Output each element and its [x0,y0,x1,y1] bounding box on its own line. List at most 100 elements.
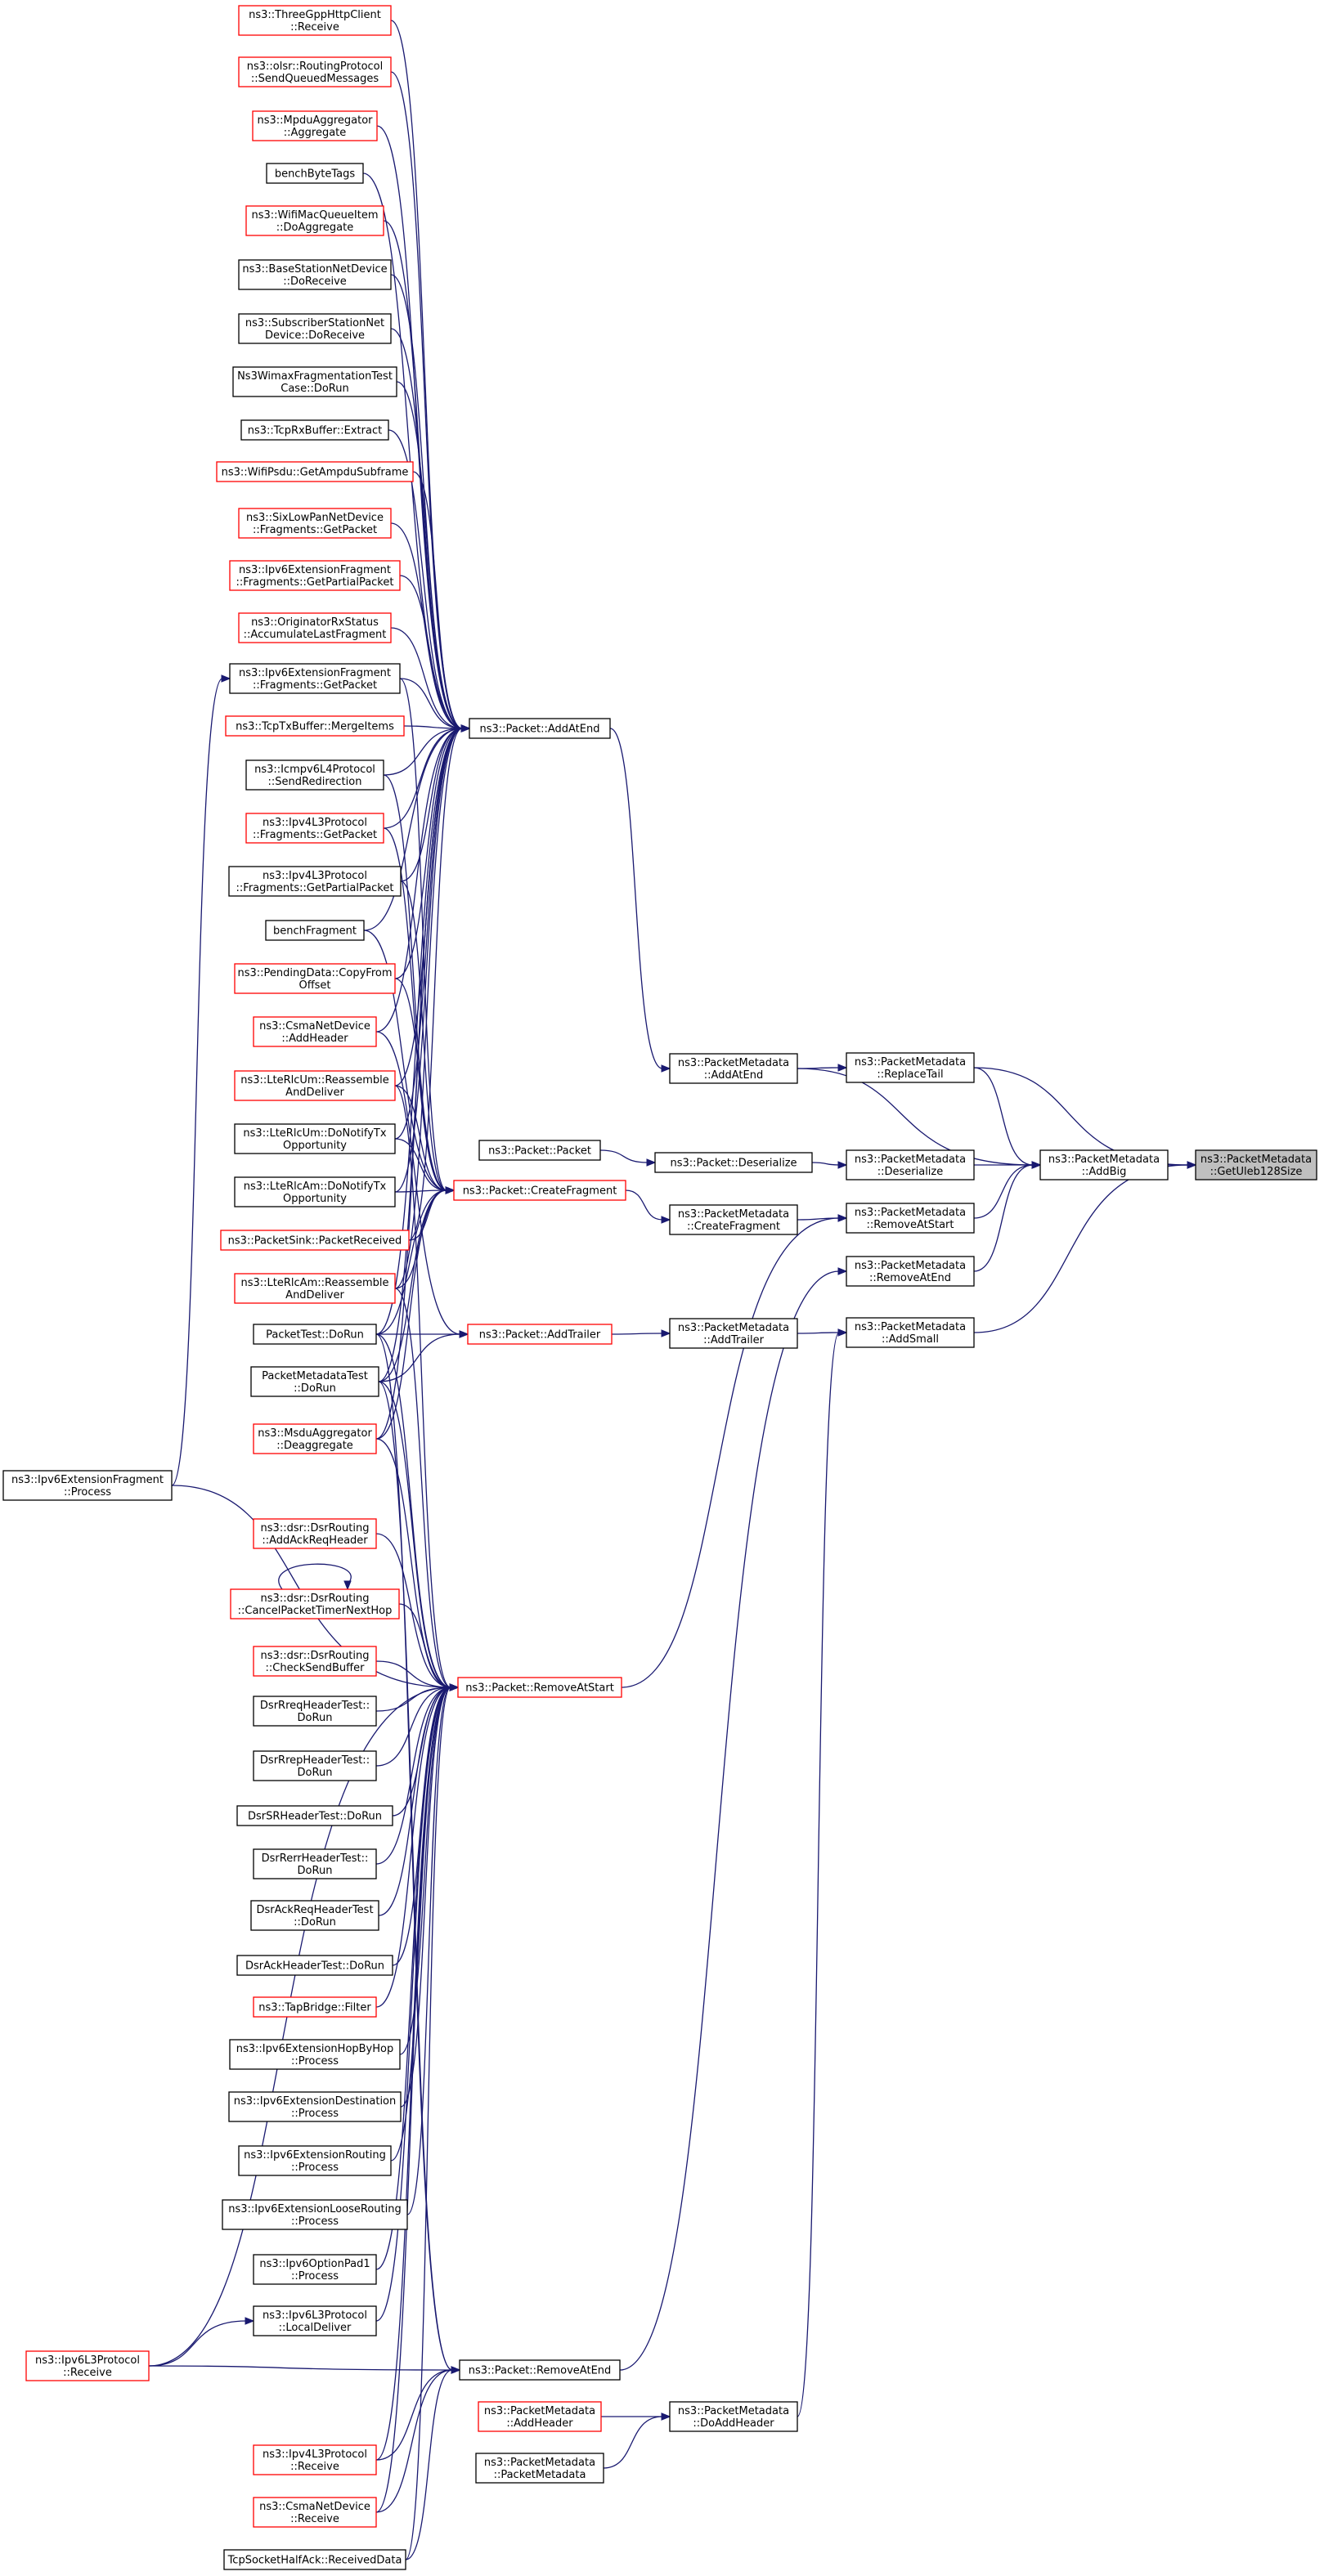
node-box[interactable] [238,56,392,87]
node-box[interactable] [216,461,414,482]
node-box[interactable] [245,813,384,844]
graph-node[interactable]: ns3::PacketMetadata::AddHeader [478,2401,602,2432]
node-box[interactable] [25,2350,150,2381]
graph-node[interactable]: ns3::PacketMetadata::AddTrailer [669,1318,798,1349]
node-box[interactable] [250,1900,379,1931]
node-box[interactable] [253,2444,377,2475]
node-box[interactable] [225,715,405,737]
graph-node[interactable]: ns3::Ipv6ExtensionFragment::Fragments::G… [229,663,401,694]
graph-node[interactable]: DsrRerrHeaderTest::DoRun [253,1848,377,1879]
node-box[interactable] [253,2305,377,2336]
graph-node[interactable]: ns3::Ipv6L3Protocol::Receive [25,2350,150,2381]
graph-node[interactable]: ns3::Packet::RemoveAtStart [457,1677,622,1698]
node-box[interactable] [234,1176,396,1207]
node-box[interactable] [266,163,364,184]
node-box[interactable] [253,1696,377,1727]
graph-node[interactable]: ns3::TcpTxBuffer::MergeItems [225,715,405,737]
graph-node[interactable]: ns3::Ipv6ExtensionLooseRouting::Process [222,2199,408,2230]
node-box[interactable] [253,1750,377,1781]
node-box[interactable] [234,1123,396,1154]
graph-node[interactable]: ns3::dsr::DsrRouting::CheckSendBuffer [253,1646,377,1677]
node-box[interactable] [228,866,402,897]
node-box[interactable] [253,1324,377,1345]
graph-node[interactable]: ns3::Packet::AddAtEnd [469,718,611,739]
node-box[interactable] [234,1070,396,1101]
graph-node[interactable]: ns3::PacketMetadata::AddSmall [846,1317,975,1348]
node-box[interactable] [238,5,392,36]
graph-node[interactable]: ns3::WifiMacQueueItem::DoAggregate [245,205,384,236]
graph-node[interactable]: DsrAckReqHeaderTest::DoRun [250,1900,379,1931]
graph-node[interactable]: TcpSocketHalfAck::ReceivedData [223,2549,406,2570]
node-box[interactable] [252,110,378,141]
node-box[interactable] [1195,1149,1317,1180]
graph-node[interactable]: ns3::SubscriberStationNetDevice::DoRecei… [238,313,392,344]
graph-node[interactable]: ns3::PacketMetadata::Deserialize [846,1149,975,1180]
node-box[interactable] [238,612,392,643]
node-box[interactable] [669,1318,798,1349]
node-box[interactable] [253,1423,377,1454]
graph-node[interactable]: DsrSRHeaderTest::DoRun [236,1805,393,1826]
graph-node[interactable]: ns3::Packet::Packet [478,1140,601,1161]
graph-node[interactable]: ns3::PacketMetadata::GetUleb128Size [1195,1149,1317,1180]
graph-node[interactable]: ns3::Icmpv6L4Protocol::SendRedirection [245,759,384,791]
graph-node[interactable]: ns3::SixLowPanNetDevice::Fragments::GetP… [238,508,392,539]
graph-node[interactable]: ns3::PacketMetadata::RemoveAtStart [846,1203,975,1234]
graph-node[interactable]: ns3::MsduAggregator::Deaggregate [253,1423,377,1454]
graph-node[interactable]: PacketTest::DoRun [253,1324,377,1345]
graph-node[interactable]: ns3::Ipv4L3Protocol::Receive [253,2444,377,2475]
graph-node[interactable]: ns3::Ipv6ExtensionFragment::Process [2,1470,173,1501]
node-box[interactable] [846,1317,975,1348]
graph-node[interactable]: ns3::PacketMetadata::ReplaceTail [846,1052,975,1083]
node-box[interactable] [232,366,397,397]
node-box[interactable] [478,1140,601,1161]
graph-node[interactable]: ns3::dsr::DsrRouting::CancelPacketTimerN… [230,1588,400,1620]
graph-node[interactable]: PacketMetadataTest::DoRun [250,1366,379,1397]
node-box[interactable] [2,1470,173,1501]
graph-node[interactable]: benchByteTags [266,163,364,184]
node-box[interactable] [846,1256,975,1287]
node-box[interactable] [1039,1149,1169,1180]
graph-node[interactable]: ns3::PacketSink::PacketReceived [220,1230,410,1251]
node-box[interactable] [238,259,392,290]
node-box[interactable] [846,1149,975,1180]
graph-node[interactable]: ns3::PacketMetadata::RemoveAtEnd [846,1256,975,1287]
node-box[interactable] [223,2549,406,2570]
graph-node[interactable]: ns3::Ipv6ExtensionDestination::Process [228,2091,402,2122]
node-box[interactable] [253,2254,377,2285]
node-box[interactable] [467,1324,613,1345]
node-box[interactable] [253,1646,377,1677]
node-box[interactable] [253,2497,377,2528]
graph-node[interactable]: ns3::CsmaNetDevice::AddHeader [253,1016,377,1047]
graph-node[interactable]: ns3::Ipv4L3Protocol::Fragments::GetPacke… [245,813,384,844]
node-box[interactable] [245,205,384,236]
graph-node[interactable]: ns3::PacketMetadata::CreateFragment [669,1204,798,1235]
node-box[interactable] [253,1016,377,1047]
graph-node[interactable]: DsrAckHeaderTest::DoRun [236,1955,393,1976]
node-box[interactable] [469,718,611,739]
graph-node[interactable]: ns3::Packet::AddTrailer [467,1324,613,1345]
graph-node[interactable]: ns3::Ipv4L3Protocol::Fragments::GetParti… [228,866,402,897]
graph-node[interactable]: ns3::Ipv6ExtensionFragment::Fragments::G… [229,560,401,591]
graph-node[interactable]: ns3::PacketMetadata::PacketMetadata [475,2453,604,2484]
graph-node[interactable]: ns3::Ipv6OptionPad1::Process [253,2254,377,2285]
node-box[interactable] [238,508,392,539]
node-box[interactable] [253,1518,377,1549]
graph-node[interactable]: ns3::Packet::RemoveAtEnd [459,2359,621,2381]
node-box[interactable] [250,1366,379,1397]
node-box[interactable] [229,663,401,694]
graph-node[interactable]: ns3::TapBridge::Filter [253,1996,377,2018]
node-box[interactable] [234,1273,396,1304]
graph-node[interactable]: ns3::PacketMetadata::AddBig [1039,1149,1169,1180]
graph-node[interactable]: ns3::OriginatorRxStatus::AccumulateLastF… [238,612,392,643]
graph-node[interactable]: ns3::ThreeGppHttpClient::Receive [238,5,392,36]
node-box[interactable] [229,560,401,591]
node-box[interactable] [669,1053,798,1084]
node-box[interactable] [846,1052,975,1083]
node-box[interactable] [654,1152,813,1173]
node-box[interactable] [265,920,365,941]
node-box[interactable] [253,1848,377,1879]
graph-node[interactable]: ns3::BaseStationNetDevice::DoReceive [238,259,392,290]
